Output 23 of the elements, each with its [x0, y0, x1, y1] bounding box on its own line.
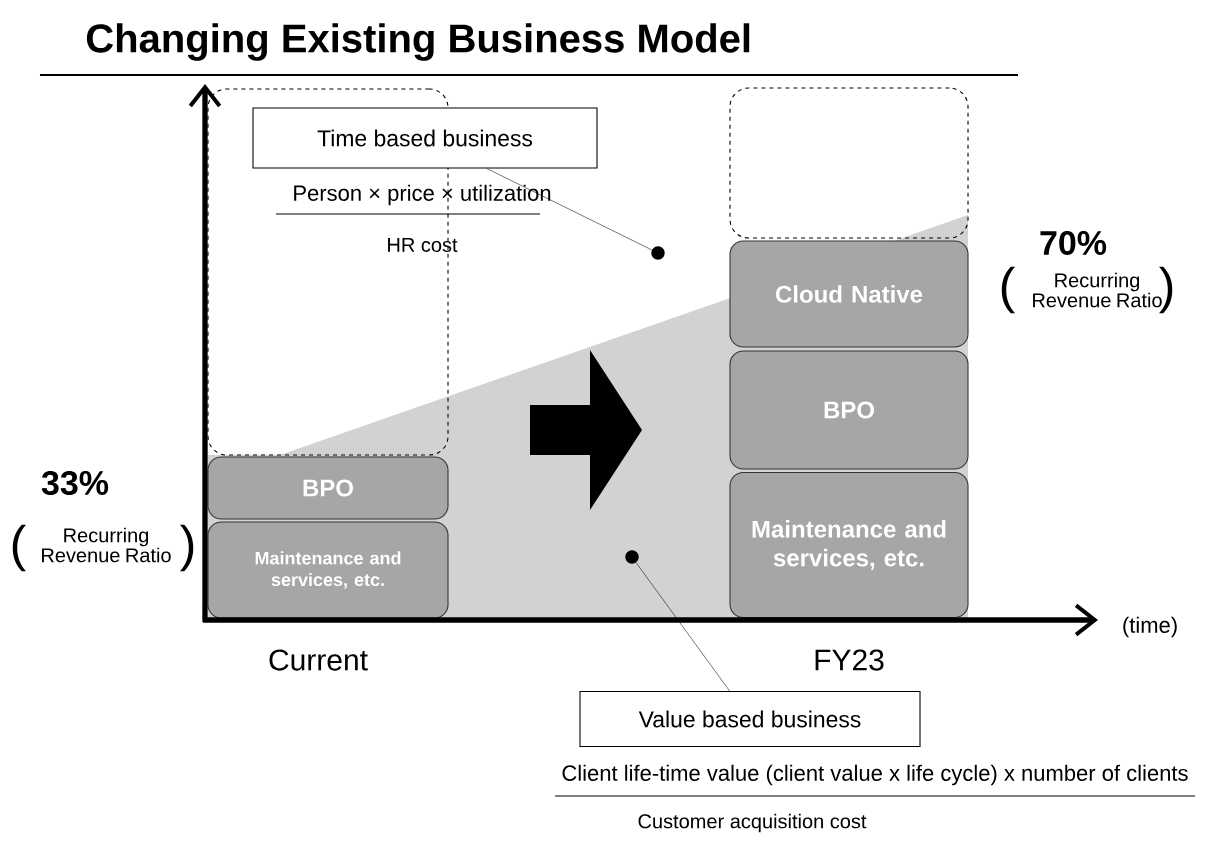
- bracket: ): [179, 524, 194, 572]
- revenue-block: Maintenance and services, etc.: [729, 471, 969, 619]
- formula-text: Person × price × utilization: [294, 184, 551, 206]
- axis-label: FY23: [815, 649, 884, 671]
- percentage: 70%: [1040, 230, 1107, 256]
- revenue-block: BPO: [729, 350, 969, 470]
- label-box: Time based business: [252, 107, 598, 169]
- title: Changing Existing Business Model: [86, 23, 750, 61]
- revenue-block: Maintenance and services, etc.: [207, 521, 449, 619]
- formula-text: HR cost: [388, 238, 458, 252]
- axis-label: Current: [269, 649, 368, 671]
- dashed-outline: [729, 87, 969, 239]
- label-box: Value based business: [579, 691, 921, 747]
- revenue-block: BPO: [207, 456, 449, 520]
- leader-line: [635, 562, 730, 692]
- bracket: (: [1001, 266, 1016, 314]
- revenue-block: Cloud Native: [729, 240, 969, 348]
- percentage: 33%: [41, 470, 109, 496]
- leader-line: [486, 168, 653, 251]
- formula-text: Customer acquisition cost: [638, 813, 867, 833]
- bracket: (: [12, 524, 27, 572]
- axis-label: (time): [1123, 616, 1177, 638]
- ratio-text: Recurring Revenue Ratio: [42, 527, 171, 563]
